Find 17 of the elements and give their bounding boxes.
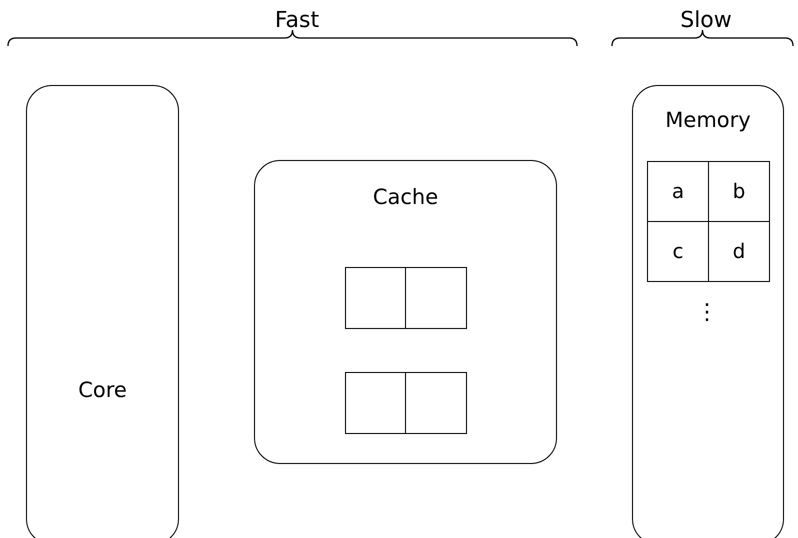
- node-label: b: [732, 178, 746, 202]
- node-label: d: [732, 238, 746, 262]
- rounded-box: [26, 85, 179, 538]
- node-label: Cache: [372, 185, 438, 209]
- ellipsis: ⋮: [696, 300, 718, 325]
- bracket-label: Slow: [680, 8, 732, 33]
- grid-cell: [647, 161, 709, 222]
- bracket-label: Fast: [274, 8, 320, 33]
- node-label: c: [672, 238, 684, 262]
- rounded-box: [254, 160, 557, 464]
- node-label: Memory: [665, 108, 751, 132]
- grid-cell: [647, 221, 709, 282]
- grid-cell: [708, 161, 770, 222]
- rounded-box: [632, 85, 784, 538]
- grid-cell: [708, 221, 770, 282]
- node-label: a: [672, 178, 684, 202]
- node-label: Core: [78, 378, 127, 402]
